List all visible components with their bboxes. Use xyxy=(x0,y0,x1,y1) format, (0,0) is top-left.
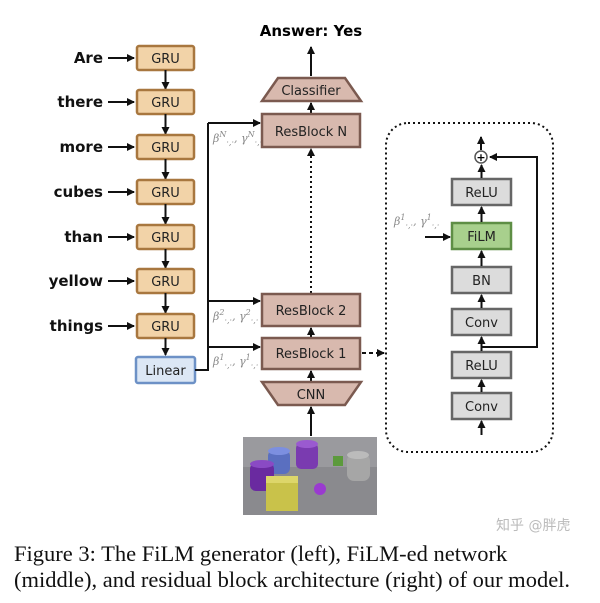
resblock-1 xyxy=(260,336,362,371)
resblock-detail-frame xyxy=(385,122,554,453)
film-params-resblock: β1·,·, γ1·,· xyxy=(393,213,439,230)
gru-label: GRU xyxy=(151,186,180,201)
plus-symbol: + xyxy=(476,151,485,164)
layer-label: BN xyxy=(472,274,491,289)
add-node-icon xyxy=(474,150,488,164)
question-word: cubes xyxy=(54,183,103,201)
answer-label: Answer: Yes xyxy=(260,22,363,40)
gru-label: GRU xyxy=(151,231,180,246)
gru-label: GRU xyxy=(151,141,180,156)
question-word: than xyxy=(64,228,103,246)
cnn-box xyxy=(259,380,364,407)
watermark: 知乎 @胖虎 xyxy=(496,518,571,534)
film-params-2: β2·,·, γ2·,· xyxy=(212,308,258,325)
layer-film xyxy=(450,221,513,251)
gru-label: GRU xyxy=(151,275,180,290)
layer-label: Conv xyxy=(465,316,498,331)
cnn-label: CNN xyxy=(297,388,326,403)
resblock-2-label: ResBlock 2 xyxy=(276,304,347,319)
layer-label: ReLU xyxy=(465,186,498,201)
gru-label: GRU xyxy=(151,320,180,335)
layer-label: FiLM xyxy=(467,230,496,245)
resblock-n xyxy=(260,112,362,149)
resblock-2 xyxy=(260,292,362,328)
resblock-1-label: ResBlock 1 xyxy=(276,347,347,362)
film-params-n: βN·,·, γN·,· xyxy=(212,130,262,147)
classifier-box xyxy=(259,76,364,103)
question-word: things xyxy=(50,317,103,335)
gru-label: GRU xyxy=(151,96,180,111)
gru-label: GRU xyxy=(151,52,180,67)
layer-conv xyxy=(450,391,513,421)
layer-conv xyxy=(450,307,513,337)
figure-caption: Figure 3: The FiLM generator (left), FiL… xyxy=(14,541,571,592)
layer-relu xyxy=(450,177,513,207)
layer-bn xyxy=(450,265,513,295)
linear-label: Linear xyxy=(145,364,186,379)
question-word: Are xyxy=(74,49,103,67)
film-params-line xyxy=(195,123,209,371)
film-params-1: β1·,·, γ1·,· xyxy=(212,353,258,370)
layer-relu xyxy=(450,350,513,380)
clevr-scene-image xyxy=(243,437,377,515)
layer-label: Conv xyxy=(465,400,498,415)
question-word: more xyxy=(59,138,103,156)
resblock-n-label: ResBlock N xyxy=(275,125,347,140)
layer-label: ReLU xyxy=(465,359,498,374)
classifier-label: Classifier xyxy=(281,84,341,99)
question-word: there xyxy=(57,93,103,111)
question-word: yellow xyxy=(49,272,104,290)
skip-connection xyxy=(481,153,538,348)
